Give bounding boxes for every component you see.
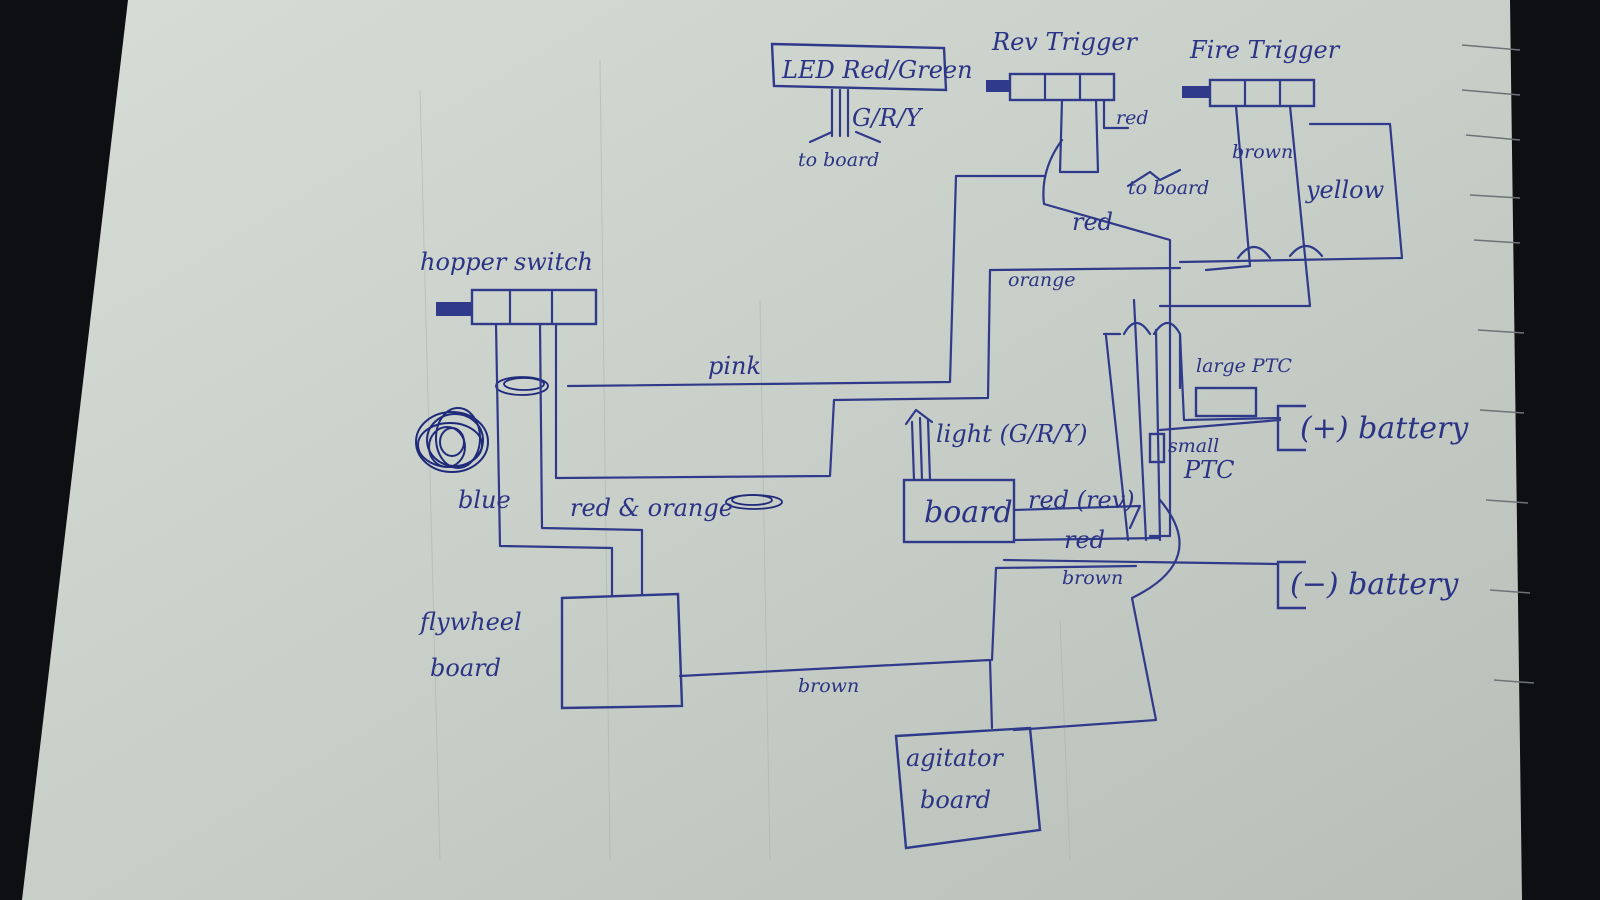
red-mid-label: red <box>1072 208 1113 236</box>
agitator-board-box <box>894 726 1042 850</box>
paper-bleed-lines <box>419 59 1071 861</box>
fire-trigger-label: Fire Trigger <box>1189 36 1341 64</box>
small-ptc-label-2: PTC <box>1183 456 1235 484</box>
battery-pos-terminal <box>1276 404 1306 452</box>
battery-neg-terminal <box>1276 560 1306 610</box>
flywheel-board-label-2: board <box>430 654 501 682</box>
light-label: light (G/R/Y) <box>936 420 1087 448</box>
large-ptc-label: large PTC <box>1196 355 1292 377</box>
led-wire-label: G/R/Y <box>852 104 923 132</box>
wires <box>494 98 1404 732</box>
brown-flywheel-label: brown <box>798 675 859 697</box>
rev-trigger-label: Rev Trigger <box>991 28 1139 56</box>
led-label: LED Red/Green <box>781 56 973 84</box>
hopper-scribble <box>495 376 549 396</box>
red-board-label: red <box>1064 526 1105 554</box>
battery-neg-label: (−) battery <box>1290 567 1459 602</box>
brown-fire-label: brown <box>1232 141 1293 163</box>
rev-to-board-label: to board <box>1128 177 1209 199</box>
agitator-board-label-1: agitator <box>906 744 1004 772</box>
flywheel-board-label-1: flywheel <box>418 608 522 636</box>
red-orange-label: red & orange <box>570 494 733 522</box>
orange-label: orange <box>1008 269 1076 291</box>
small-ptc-label-1: small <box>1168 435 1219 457</box>
led-to-board-label: to board <box>798 149 879 171</box>
orange-scribble <box>725 494 783 510</box>
flywheel-board-box <box>560 592 684 710</box>
blue-motor-scribble <box>415 407 489 473</box>
hopper-switch-label: hopper switch <box>420 248 593 276</box>
brown-board-label: brown <box>1062 567 1123 589</box>
agitator-board-label-2: board <box>920 786 991 814</box>
board-label: board <box>924 495 1013 530</box>
large-ptc-box <box>1194 386 1258 418</box>
blue-label: blue <box>458 486 511 514</box>
yellow-label: yellow <box>1305 176 1385 204</box>
battery-pos-label: (+) battery <box>1300 411 1469 446</box>
pink-label: pink <box>708 352 761 380</box>
red-rev-label: red (rev) <box>1028 486 1135 514</box>
rev-red-label: red <box>1116 107 1149 129</box>
rev-trigger-plunger <box>986 80 1010 92</box>
fire-trigger-plunger <box>1182 86 1210 98</box>
hopper-switch-plunger <box>436 302 472 316</box>
notebook-lines <box>1461 44 1535 684</box>
led-box <box>770 42 948 92</box>
